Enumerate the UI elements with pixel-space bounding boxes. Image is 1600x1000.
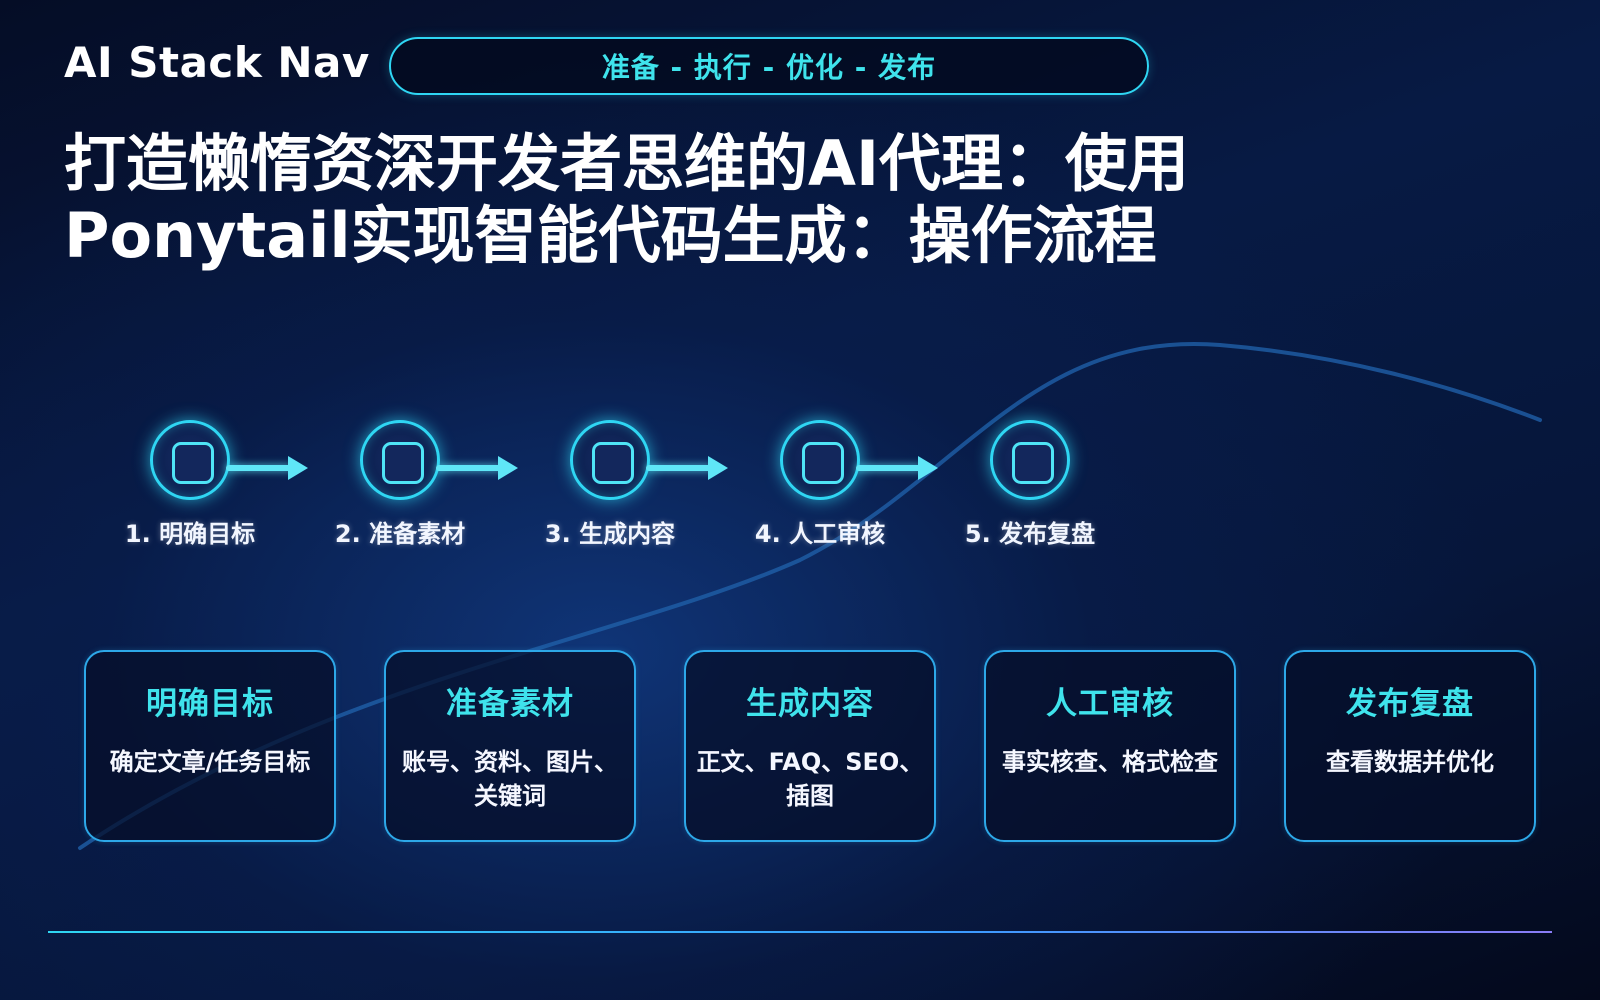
card-title: 准备素材 (446, 686, 574, 722)
step-arrow-icon (226, 456, 308, 483)
step-label: 5. 发布复盘 (964, 520, 1096, 548)
step-circle (990, 420, 1070, 500)
card-description: 正文、FAQ、SEO、插图 (696, 748, 924, 810)
card-description: 查看数据并优化 (1326, 748, 1494, 776)
card-title: 生成内容 (746, 686, 874, 722)
step-card-4: 人工审核 事实核查、格式检查 (984, 650, 1236, 842)
square-node-icon (1012, 442, 1054, 484)
step-circle (360, 420, 440, 500)
page-title: 打造懒惰资深开发者思维的AI代理：使用Ponytail实现智能代码生成：操作流程 (64, 127, 1190, 272)
tagline-text: 准备 - 执行 - 优化 - 发布 (601, 51, 937, 84)
card-title: 人工审核 (1046, 686, 1174, 722)
step-card-2: 准备素材 账号、资料、图片、关键词 (384, 650, 636, 842)
square-node-icon (592, 442, 634, 484)
card-description: 事实核查、格式检查 (1002, 748, 1218, 776)
step-arrow-icon (436, 456, 518, 483)
square-node-icon (802, 442, 844, 484)
card-title: 明确目标 (146, 686, 274, 722)
brand-logo-text: AI Stack Nav (64, 38, 370, 87)
square-node-icon (172, 442, 214, 484)
step-circle (780, 420, 860, 500)
step-circle (150, 420, 230, 500)
step-card-1: 明确目标 确定文章/任务目标 (84, 650, 336, 842)
step-card-3: 生成内容 正文、FAQ、SEO、插图 (684, 650, 936, 842)
step-label: 4. 人工审核 (754, 520, 886, 548)
step-arrow-icon (646, 456, 728, 483)
step-label: 2. 准备素材 (334, 520, 466, 548)
step-label: 3. 生成内容 (544, 520, 676, 548)
card-title: 发布复盘 (1346, 686, 1474, 722)
step-card-5: 发布复盘 查看数据并优化 (1284, 650, 1536, 842)
step-label: 1. 明确目标 (124, 520, 256, 548)
card-description: 确定文章/任务目标 (109, 748, 311, 776)
step-arrow-icon (856, 456, 938, 483)
square-node-icon (382, 442, 424, 484)
step-circle (570, 420, 650, 500)
card-description: 账号、资料、图片、关键词 (402, 748, 618, 810)
tagline-pill: 准备 - 执行 - 优化 - 发布 (389, 37, 1149, 95)
footer-divider (48, 931, 1552, 933)
